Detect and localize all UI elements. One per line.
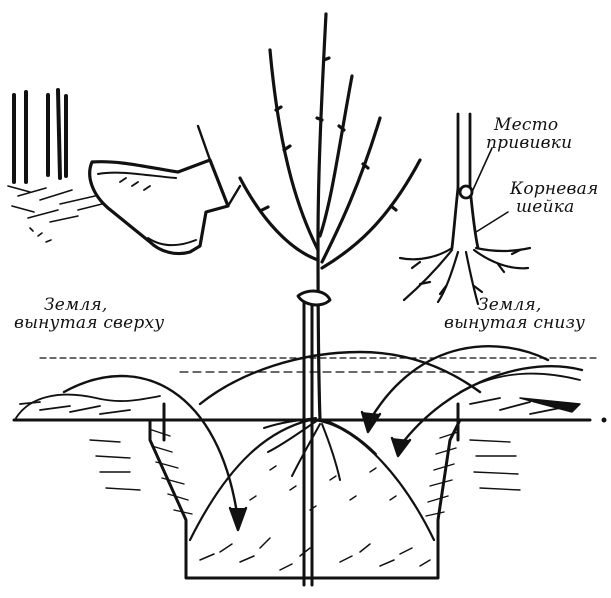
label-graft-place-line2: прививки xyxy=(486,134,572,152)
label-graft-place-line1: Место xyxy=(486,116,572,134)
background-trunks xyxy=(14,90,66,182)
label-graft-place: Место прививки xyxy=(486,116,572,152)
label-soil-from-top-line2: вынутая сверху xyxy=(14,314,164,332)
sapling-roots xyxy=(264,418,376,480)
label-soil-from-bottom-line2: вынутая снизу xyxy=(444,314,585,332)
stake-tie xyxy=(298,291,330,305)
label-soil-from-bottom-line1: Земля, xyxy=(444,296,585,314)
label-soil-from-top-line1: Земля, xyxy=(14,296,164,314)
label-soil-from-bottom: Земля, вынутая снизу xyxy=(444,296,585,332)
label-root-collar: Корневая шейка xyxy=(510,180,598,216)
speck xyxy=(602,418,607,423)
boot-illustration xyxy=(90,126,240,254)
label-root-collar-line1: Корневая xyxy=(510,180,598,198)
label-root-collar-line2: шейка xyxy=(510,198,598,216)
landscape-horizon xyxy=(16,352,600,418)
label-soil-from-top: Земля, вынутая сверху xyxy=(14,296,164,332)
sapling-crown xyxy=(240,14,420,420)
